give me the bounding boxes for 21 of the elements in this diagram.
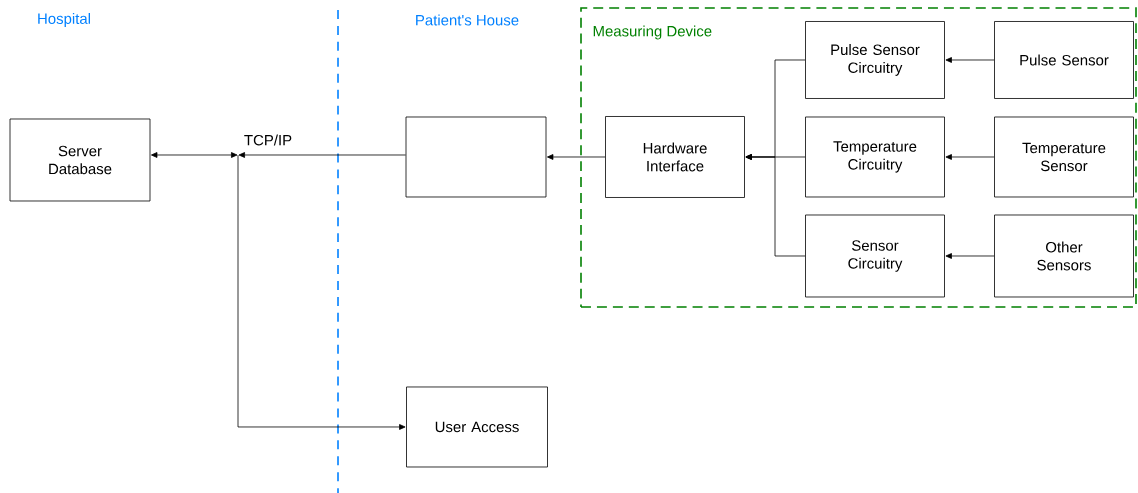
block-box: Pulse Sensor Circuitry — [805, 21, 945, 99]
empty-box — [405, 116, 547, 198]
arrow — [945, 154, 995, 160]
arrow — [945, 57, 995, 63]
block-box: Other Sensors — [994, 214, 1134, 298]
block-box: Temperature Sensor — [994, 116, 1134, 198]
block-box: Server Database — [9, 118, 151, 202]
region-label: Patient's House — [416, 14, 519, 26]
block-box: User Access — [406, 386, 548, 468]
block-box: Pulse Sensor — [994, 21, 1134, 99]
junction-label: TCP/IP — [244, 134, 292, 146]
arrow — [547, 154, 606, 160]
block-box: Sensor Circuitry — [805, 214, 945, 298]
arrow — [237, 154, 406, 430]
region-label: Hospital — [38, 13, 90, 27]
block-box: Hardware Interface — [605, 116, 745, 198]
arrow — [238, 152, 406, 158]
arrow — [945, 253, 995, 259]
arrow — [745, 154, 806, 257]
block-box: Temperature Circuitry — [805, 116, 945, 198]
arrow — [151, 152, 238, 158]
